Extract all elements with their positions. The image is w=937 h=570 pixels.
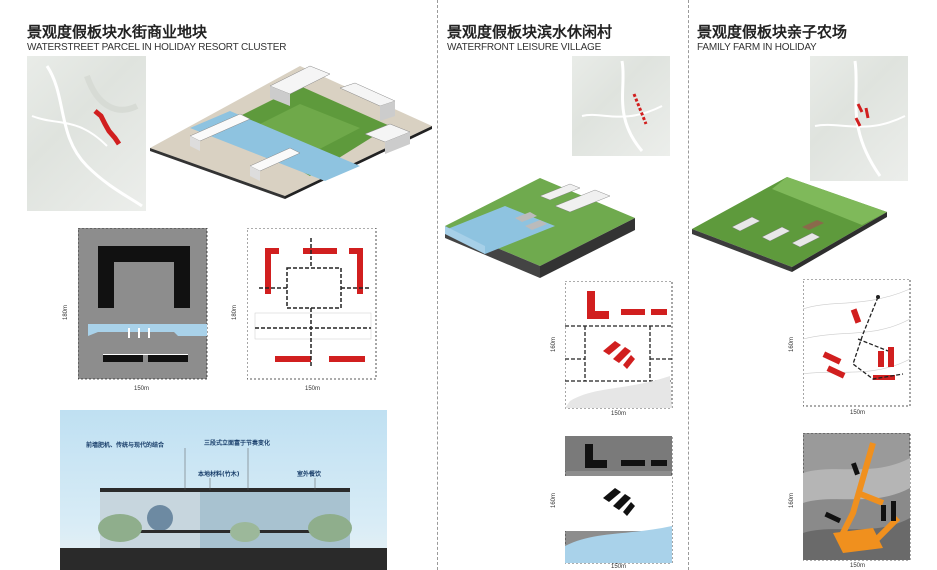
plan-waterstreet-gray xyxy=(78,228,208,380)
dim-label-160-b: 160m xyxy=(551,492,557,508)
dim-label-160-c: 160m xyxy=(789,336,795,352)
dim-label-150-d: 150m xyxy=(850,563,866,569)
dim-label-180-left: 180m xyxy=(63,304,69,320)
elevation-building xyxy=(60,448,387,570)
location-map-lines-3 xyxy=(814,60,906,177)
location-map-familyfarm xyxy=(810,56,908,181)
section-divider-2 xyxy=(688,0,689,570)
elevation-label-4: 室外餐饮 xyxy=(297,471,322,478)
axonometric-familyfarm xyxy=(692,177,887,272)
section1-title-en: WATERSTREET PARCEL IN HOLIDAY RESORT CLU… xyxy=(27,42,287,53)
location-map-waterstreet xyxy=(27,56,146,211)
plan-familyfarm-circulation xyxy=(803,279,911,407)
elevation-render xyxy=(60,410,387,570)
section2-title-cn: 景观度假板块滨水休闲村 xyxy=(447,23,613,41)
dim-label-150-b: 150m xyxy=(611,564,627,570)
location-map-waterfront xyxy=(572,56,670,156)
section1-title-cn: 景观度假板块水街商业地块 xyxy=(27,23,208,41)
plan-waterfront-gray xyxy=(565,436,673,564)
dim-label-150-left: 150m xyxy=(134,386,150,392)
axonometric-waterstreet xyxy=(150,65,432,199)
plan-waterfront-circulation xyxy=(565,281,673,409)
elevation-label-3: 本地材料(竹木) xyxy=(198,471,240,478)
elevation-label-2: 三段式立面富于节奏变化 xyxy=(204,440,271,447)
section2-title-en: WATERFRONT LEISURE VILLAGE xyxy=(447,42,602,53)
dim-label-150-a: 150m xyxy=(611,411,627,417)
elevation-label-1: 前墙肥机、传统与现代的结合 xyxy=(86,442,165,449)
section-divider-1 xyxy=(437,0,438,570)
plan-familyfarm-gray xyxy=(803,433,911,561)
location-map-lines-2 xyxy=(581,60,663,152)
dim-label-180-right: 180m xyxy=(232,304,238,320)
dim-label-160-d: 160m xyxy=(789,492,795,508)
dim-label-150-right: 150m xyxy=(305,386,321,392)
axonometric-waterfront xyxy=(445,178,635,278)
section3-title-cn: 景观度假板块亲子农场 xyxy=(697,23,848,41)
section3-title-en: FAMILY FARM IN HOLIDAY xyxy=(697,42,817,53)
plan-waterstreet-circulation xyxy=(247,228,377,380)
location-map-lines xyxy=(31,65,143,208)
dim-label-160-a: 160m xyxy=(551,336,557,352)
dim-label-150-c: 150m xyxy=(850,410,866,416)
